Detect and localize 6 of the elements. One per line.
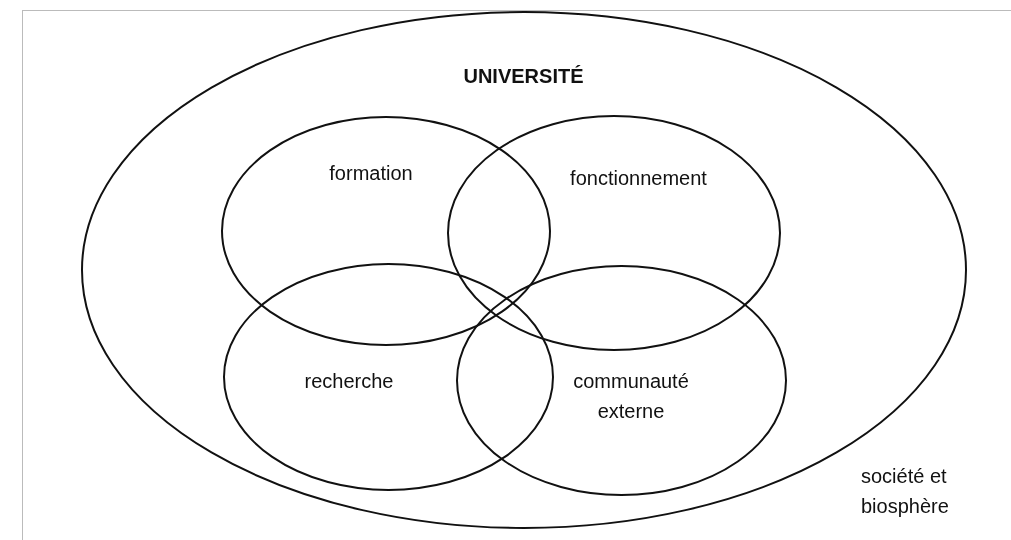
region-label: fonctionnement <box>569 166 708 191</box>
region-label: société et biosphère <box>861 464 950 519</box>
title-label: UNIVERSITÉ <box>462 64 585 89</box>
region-label: recherche <box>303 369 395 394</box>
region-label: communauté externe <box>572 369 690 424</box>
region-label: formation <box>328 161 414 186</box>
